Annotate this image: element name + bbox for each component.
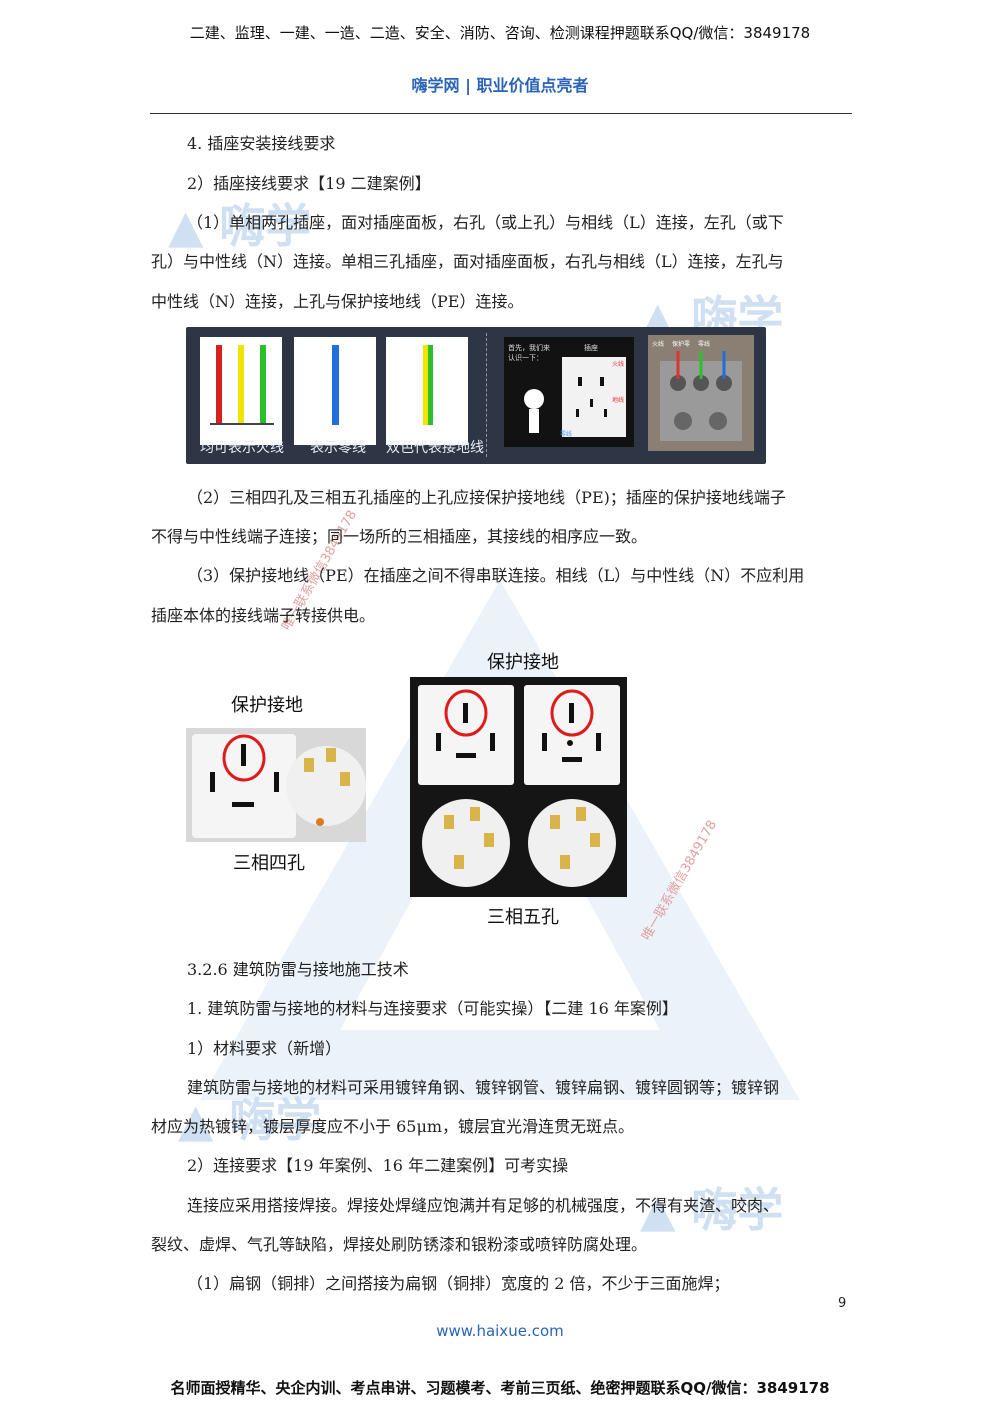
watermark-logo: ▲ 嗨学	[640, 1183, 784, 1237]
paragraph-line: 连接应采用搭接焊接。焊接处焊缝应饱满并有足够的机械强度，不得有夹渣、咬肉、	[187, 1196, 780, 1215]
wire-caption: 表示零线	[310, 440, 366, 456]
paragraph-line: 插座本体的接线端子转接供电。	[151, 606, 376, 625]
five-hole-socket-icon	[418, 685, 620, 887]
five-hole-caption: 三相五孔	[487, 907, 559, 928]
live-wire-card	[200, 337, 282, 445]
paragraph-line: 不得与中性线端子连接；同一场所的三相插座，其接线的相序应一致。	[151, 527, 648, 546]
paragraph-line: 建筑防雷与接地的材料可采用镀锌角钢、镀锌钢管、镀锌扁钢、镀锌圆钢等；镀锌钢	[187, 1078, 780, 1097]
neutral-wire-icon	[332, 345, 339, 425]
socket-icon	[524, 357, 626, 437]
wiring-icon	[660, 351, 742, 441]
neutral-wire-card	[294, 337, 376, 445]
four-hole-caption: 三相四孔	[233, 853, 305, 874]
subheading: 1）材料要求（新增）	[187, 1039, 342, 1058]
subheading: 2）连接要求【19 年案例、16 年二建案例】可考实操	[187, 1156, 569, 1175]
subheading: 1. 建筑防雷与接地的材料与连接要求（可能实操）【二建 16 年案例】	[187, 999, 678, 1018]
live-wire-icon	[210, 345, 274, 425]
section-heading: 3.2.6 建筑防雷与接地施工技术	[187, 960, 409, 979]
ground-wire-card	[386, 337, 468, 445]
wire-color-figure: 均可表示火线 表示零线 双色代表接地线 首先，我们来 认识一下： 插座 火线 地…	[186, 327, 766, 464]
footer-banner: 名师面授精华、央企内训、考点串讲、习题模考、考前三页纸、绝密押题联系QQ/微信：…	[170, 1379, 830, 1397]
wire-caption: 均可表示火线	[200, 440, 284, 456]
paragraph-line: 孔）与中性线（N）连接。单相三孔插座，面对插座面板，右孔与相线（L）连接，左孔与	[151, 252, 784, 271]
intro-text: 首先，我们来	[508, 344, 550, 352]
protective-earth-label: 保护接地	[231, 695, 303, 716]
four-hole-socket-icon	[192, 734, 366, 838]
watermark-logo: ▲ 嗨学	[178, 1093, 322, 1147]
paragraph-line: （1）扁钢（铜排）之间搭接为扁钢（铜排）宽度的 2 倍，不少于三面施焊；	[187, 1274, 730, 1293]
paragraph-line: 中性线（N）连接，上孔与保护接地线（PE）连接。	[151, 292, 524, 311]
terminal-label: 保护零	[672, 341, 691, 348]
neutral-tag: 零线	[560, 431, 573, 438]
socket-label: 插座	[584, 344, 598, 352]
subheading: 2）插座接线要求【19 二建案例】	[187, 174, 431, 193]
live-tag: 火线	[612, 361, 625, 368]
page-number: 9	[838, 1296, 847, 1311]
paragraph-line: （1）单相两孔插座，面对插座面板，右孔（或上孔）与相线（L）连接，左孔（或下	[187, 213, 784, 232]
header-divider	[150, 113, 852, 114]
footer-link[interactable]: www.haixue.com	[436, 1322, 564, 1340]
ground-wire-icon	[423, 345, 433, 425]
paragraph-line: 材应为热镀锌，镀层厚度应不小于 65μm，镀层宜光滑连贯无斑点。	[151, 1117, 635, 1136]
header-banner: 二建、监理、一建、一造、二造、安全、消防、咨询、检测课程押题联系QQ/微信：38…	[189, 24, 811, 42]
section-heading: 4. 插座安装接线要求	[187, 134, 336, 153]
five-hole-socket-photo	[410, 677, 627, 897]
terminal-label: 火线	[652, 341, 665, 348]
intro-text: 认识一下：	[508, 354, 543, 362]
paragraph-line: （2）三相四孔及三相五孔插座的上孔应接保护接地线（PE)；插座的保护接地线端子	[187, 488, 786, 507]
paragraph-line: （3）保护接地线（PE）在插座之间不得串联连接。相线（L）与中性线（N）不应利用	[187, 566, 805, 585]
four-hole-socket-photo	[186, 728, 366, 842]
wire-caption: 双色代表接地线	[386, 440, 484, 456]
brand-tagline[interactable]: 嗨学网 | 职业价值点亮者	[411, 76, 589, 95]
protective-earth-label: 保护接地	[487, 652, 559, 673]
ground-tag: 地线	[612, 397, 625, 404]
paragraph-line: 裂纹、虚焊、气孔等缺陷，焊接处刷防锈漆和银粉漆或喷锌防腐处理。	[151, 1235, 648, 1254]
watermark-triangle	[200, 580, 800, 1100]
terminal-label: 零线	[698, 341, 711, 348]
socket-wiring-photo: 火线 保护零 零线	[648, 335, 754, 451]
socket-diagram: 首先，我们来 认识一下： 插座 火线 地线 零线	[504, 337, 634, 447]
panel-divider	[486, 333, 488, 457]
watermark-logo: ▲ 嗨学	[168, 199, 312, 253]
